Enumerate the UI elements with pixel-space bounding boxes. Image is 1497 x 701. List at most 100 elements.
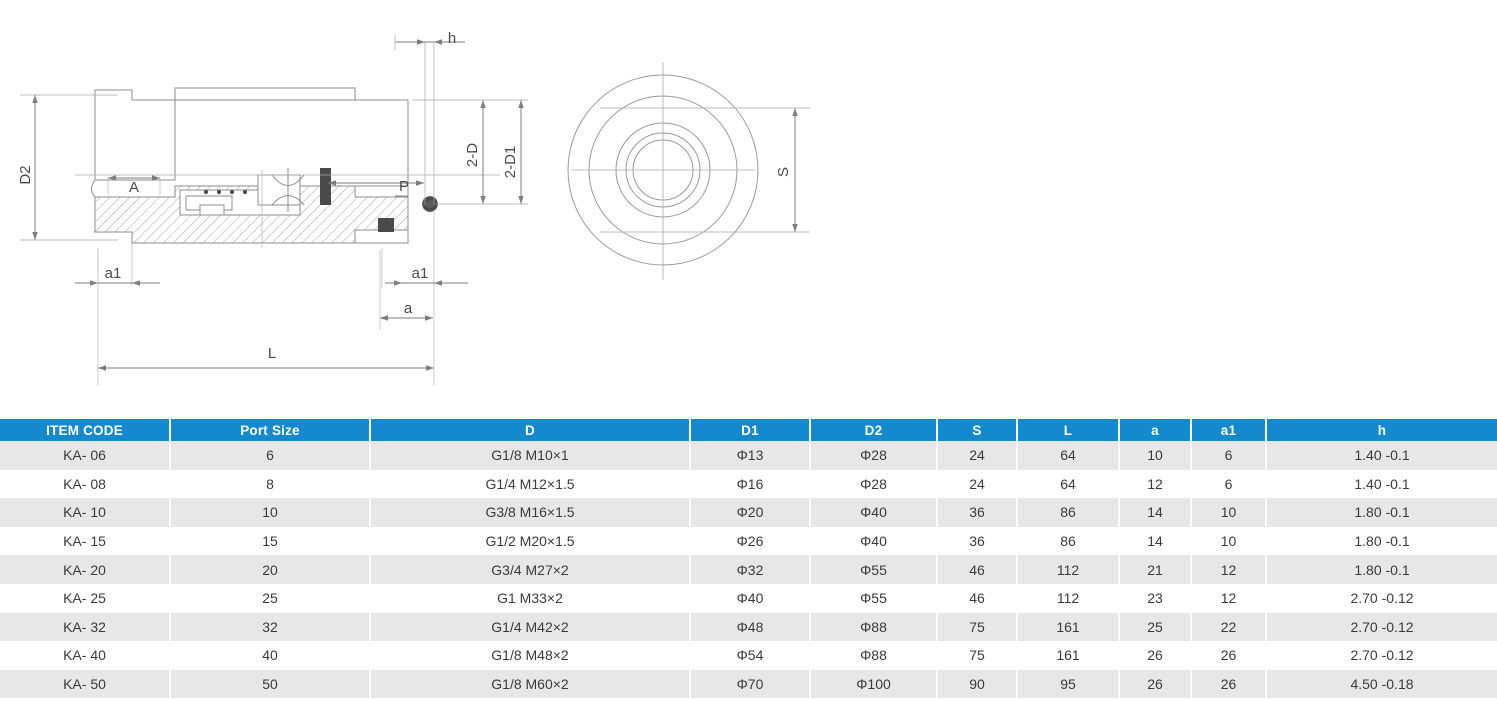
- cell-d1: Φ13: [689, 441, 811, 470]
- drawing-canvas: A D2 h P 2-D 2-D1 a1 a1 a L S: [17, 30, 810, 385]
- cell-d: G1/4 M42×2: [369, 612, 691, 642]
- cell-d2: Φ28: [809, 441, 938, 470]
- cell-d1: Φ32: [689, 555, 811, 584]
- col-header-a: a: [1118, 419, 1192, 441]
- cell-port-size: 50: [169, 669, 371, 699]
- cell-a: 23: [1118, 583, 1192, 613]
- cell-d1: Φ16: [689, 469, 811, 499]
- cell-a: 14: [1118, 498, 1192, 527]
- dimension-h: [394, 35, 465, 205]
- label-h: h: [448, 30, 456, 47]
- cell-port-size: 32: [169, 612, 371, 642]
- end-face-view: [567, 62, 759, 280]
- dimension-D2: [20, 94, 118, 241]
- cell-d2: Φ28: [809, 469, 938, 499]
- cell-port-size: 8: [169, 469, 371, 499]
- cell-s: 75: [936, 641, 1018, 670]
- cell-d2: Φ88: [809, 612, 938, 642]
- cell-d: G1/8 M60×2: [369, 669, 691, 699]
- cell-a1: 22: [1190, 612, 1267, 642]
- cell-a1: 26: [1190, 641, 1267, 670]
- cell-a: 10: [1118, 441, 1192, 470]
- col-header-l: L: [1016, 419, 1120, 441]
- table-header-row: ITEM CODE Port Size D D1 D2 S L a a1 h: [0, 419, 1497, 441]
- label-a: a: [404, 300, 413, 317]
- label-L: L: [268, 345, 276, 362]
- col-header-item-code: ITEM CODE: [0, 419, 171, 441]
- cell-d2: Φ40: [809, 498, 938, 527]
- cell-s: 36: [936, 498, 1018, 527]
- col-header-h: h: [1265, 419, 1497, 441]
- cell-d2: Φ55: [809, 555, 938, 584]
- cell-item-code: KA- 08: [0, 469, 171, 499]
- cell-l: 161: [1016, 641, 1120, 670]
- cell-item-code: KA- 10: [0, 498, 171, 527]
- cell-d2: Φ55: [809, 583, 938, 613]
- col-header-port-size: Port Size: [169, 419, 371, 441]
- cell-s: 24: [936, 441, 1018, 470]
- cell-d: G3/4 M27×2: [369, 555, 691, 584]
- dimension-L: [97, 250, 435, 385]
- cell-h: 4.50 -0.18: [1265, 669, 1497, 699]
- cell-port-size: 10: [169, 498, 371, 527]
- cell-d2: Φ40: [809, 526, 938, 556]
- cell-s: 46: [936, 583, 1018, 613]
- cell-a1: 6: [1190, 469, 1267, 499]
- cell-d1: Φ20: [689, 498, 811, 527]
- label-D2: D2: [17, 165, 34, 184]
- label-A: A: [129, 179, 139, 196]
- cell-s: 90: [936, 669, 1018, 699]
- cell-s: 75: [936, 612, 1018, 642]
- cell-l: 161: [1016, 612, 1120, 642]
- cell-item-code: KA- 50: [0, 669, 171, 699]
- cell-a: 26: [1118, 669, 1192, 699]
- cell-item-code: KA- 40: [0, 641, 171, 670]
- cell-h: 1.80 -0.1: [1265, 555, 1497, 584]
- cell-d2: Φ88: [809, 641, 938, 670]
- cell-d: G3/8 M16×1.5: [369, 498, 691, 527]
- cell-h: 2.70 -0.12: [1265, 641, 1497, 670]
- cell-a: 21: [1118, 555, 1192, 584]
- cell-a1: 6: [1190, 441, 1267, 470]
- cell-d1: Φ70: [689, 669, 811, 699]
- cell-item-code: KA- 32: [0, 612, 171, 642]
- cell-a1: 12: [1190, 583, 1267, 613]
- dimension-a: [379, 250, 433, 330]
- cell-h: 1.80 -0.1: [1265, 498, 1497, 527]
- cell-d: G1/4 M12×1.5: [369, 469, 691, 499]
- cell-h: 2.70 -0.12: [1265, 612, 1497, 642]
- col-header-d2: D2: [809, 419, 938, 441]
- cell-a1: 12: [1190, 555, 1267, 584]
- cell-d1: Φ54: [689, 641, 811, 670]
- col-header-d1: D1: [689, 419, 811, 441]
- cell-s: 46: [936, 555, 1018, 584]
- dimension-A: [107, 175, 161, 195]
- cell-d1: Φ26: [689, 526, 811, 556]
- seal-element: [378, 218, 394, 232]
- cell-a: 14: [1118, 526, 1192, 556]
- cell-l: 64: [1016, 441, 1120, 470]
- cell-a1: 10: [1190, 526, 1267, 556]
- dimension-a1-right: [381, 210, 468, 300]
- cell-port-size: 6: [169, 441, 371, 470]
- cell-d: G1 M33×2: [369, 583, 691, 613]
- cell-s: 24: [936, 469, 1018, 499]
- specification-table: ITEM CODE Port Size D D1 D2 S L a a1 h K…: [0, 419, 1497, 699]
- cell-l: 112: [1016, 583, 1120, 613]
- cell-d: G1/8 M48×2: [369, 641, 691, 670]
- cell-port-size: 40: [169, 641, 371, 670]
- cell-d1: Φ48: [689, 612, 811, 642]
- cell-l: 86: [1016, 526, 1120, 556]
- cell-item-code: KA- 25: [0, 583, 171, 613]
- cell-l: 95: [1016, 669, 1120, 699]
- cross-section-view: [75, 87, 500, 248]
